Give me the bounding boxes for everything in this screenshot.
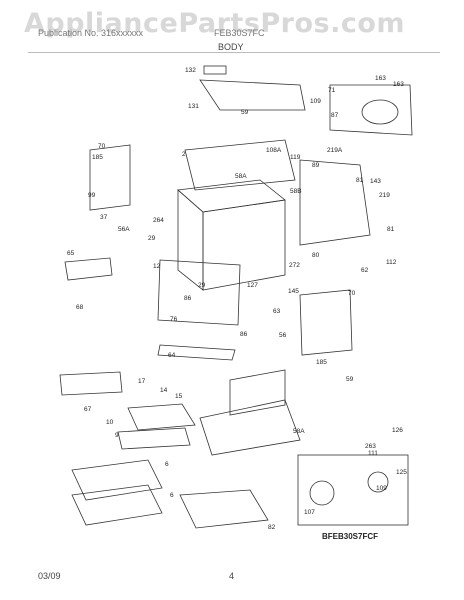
callout-131: 131 (188, 103, 199, 110)
callout-59: 59 (346, 376, 354, 383)
callout-67: 67 (84, 406, 92, 413)
exploded-parts-diagram: 132 131 59 109 163 71 163 87 185 70 2 108A 119 89 219A… (59, 65, 413, 541)
callout-219A: 219A (327, 147, 343, 154)
oven-body-side (202, 199, 286, 291)
callout-112: 112 (386, 259, 397, 266)
callout-70: 70 (348, 290, 356, 297)
broil-element (64, 257, 113, 281)
callout-99: 99 (88, 192, 96, 199)
bottom-trim (157, 344, 236, 361)
bottom-tray (179, 489, 269, 529)
callout-15: 15 (175, 393, 183, 400)
diagram-title: BODY (218, 42, 244, 52)
oven-back-liner (229, 369, 286, 416)
broil-pan (117, 427, 191, 450)
callout-70: 70 (98, 143, 106, 150)
diagram-code-label: BFEB30S7FCF (322, 532, 378, 541)
callout-264: 264 (153, 217, 164, 224)
bake-element (59, 371, 123, 396)
fan-inset-frame (297, 454, 409, 526)
callout-58A: 58A (235, 173, 247, 180)
top-vent-panel (199, 79, 306, 111)
callout-127: 127 (247, 282, 258, 289)
callout-82: 82 (268, 524, 276, 531)
callout-109: 109 (376, 485, 387, 492)
callout-29: 29 (148, 235, 156, 242)
oven-bottom (199, 399, 301, 456)
right-side-panel (299, 289, 353, 356)
callout-6: 6 (165, 461, 169, 468)
callout-labels: 132 131 59 109 163 71 163 87 185 70 2 108A 119 89 219A… (67, 67, 407, 531)
callout-143: 143 (370, 178, 381, 185)
callout-81: 81 (356, 177, 364, 184)
oven-rack-upper (71, 459, 163, 501)
footer-page: 4 (229, 571, 235, 581)
callout-163: 163 (375, 75, 386, 82)
callout-12: 12 (153, 263, 161, 270)
callout-107: 107 (304, 509, 315, 516)
callout-119: 119 (290, 154, 301, 161)
callout-219: 219 (379, 192, 390, 199)
callout-68: 68 (76, 304, 84, 311)
callout-126: 126 (392, 427, 403, 434)
callout-58A: 58A (293, 428, 305, 435)
fan-blade (309, 480, 335, 506)
callout-111: 111 (368, 450, 378, 457)
callout-59: 59 (241, 109, 249, 116)
fan-motor (367, 471, 389, 493)
callout-14: 14 (160, 387, 168, 394)
callout-62: 62 (361, 267, 369, 274)
oven-rack-lower (71, 484, 163, 526)
callout-56A: 56A (118, 226, 130, 233)
back-panel-vent (361, 99, 399, 125)
callout-56: 56 (279, 332, 287, 339)
model-number: FEB30S7FC (214, 28, 265, 38)
oven-body-front (177, 189, 204, 291)
callout-10: 10 (106, 419, 114, 426)
callout-29: 29 (198, 282, 206, 289)
callout-2: 2 (182, 151, 186, 158)
callout-6: 6 (170, 492, 174, 499)
callout-89: 89 (312, 162, 320, 169)
broil-pan-grid (127, 403, 196, 431)
callout-87: 87 (331, 112, 339, 119)
callout-145: 145 (288, 288, 299, 295)
callout-80: 80 (312, 252, 320, 259)
left-side-panel (89, 144, 131, 211)
back-panel (329, 84, 413, 136)
callout-81: 81 (387, 226, 395, 233)
callout-9: 9 (115, 432, 119, 439)
vent-clip (203, 65, 227, 75)
callout-58B: 58B (290, 188, 302, 195)
callout-163: 163 (393, 81, 404, 88)
callout-109: 109 (310, 98, 321, 105)
door-frame (157, 259, 241, 326)
callout-86: 86 (184, 295, 192, 302)
callout-64: 64 (168, 352, 176, 359)
callout-272: 272 (289, 262, 300, 269)
publication-number: Publication No. 316xxxxxx (38, 28, 144, 38)
callout-63: 63 (273, 308, 281, 315)
electrical-panel (299, 159, 371, 246)
callout-125: 125 (396, 469, 407, 476)
callout-17: 17 (138, 378, 146, 385)
control-mount-plate (184, 139, 296, 191)
callout-185: 185 (92, 154, 103, 161)
footer-date: 03/09 (38, 571, 61, 581)
callout-132: 132 (185, 67, 196, 74)
callout-185: 185 (316, 359, 327, 366)
callout-76: 76 (170, 316, 178, 323)
callout-71: 71 (328, 87, 336, 94)
callout-65: 65 (67, 250, 75, 257)
callout-263: 263 (365, 443, 376, 450)
watermark: AppliancePartsPros.com (24, 8, 406, 39)
callout-108A: 108A (266, 147, 282, 154)
header-rule (28, 52, 440, 53)
callout-86: 86 (240, 331, 248, 338)
callout-37: 37 (100, 214, 108, 221)
